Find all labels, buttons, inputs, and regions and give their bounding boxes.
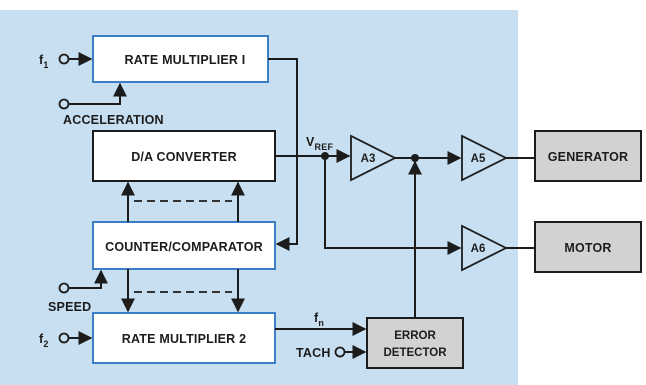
f1-terminal	[58, 53, 70, 65]
da-converter-block: D/A CONVERTER	[92, 130, 276, 182]
speed-label: SPEED	[48, 300, 91, 314]
rate-multiplier-2-block: RATE MULTIPLIER 2	[92, 312, 276, 364]
generator-block: GENERATOR	[534, 130, 642, 182]
rm1-to-counter-wire	[268, 58, 298, 251]
da-converter-label: D/A CONVERTER	[131, 150, 237, 164]
f2-input: f2	[39, 331, 93, 349]
f2-label: f2	[39, 332, 49, 349]
motor-block: MOTOR	[534, 221, 642, 273]
generator-label: GENERATOR	[548, 150, 629, 164]
a3-output-junction	[411, 154, 419, 162]
tach-label: TACH	[296, 346, 331, 360]
counter-to-rm2-bus	[121, 269, 245, 313]
tach-input: TACH	[296, 345, 367, 360]
error-detector-label-line1: ERROR	[394, 330, 436, 342]
amplifier-a3-label: A3	[361, 153, 376, 165]
acceleration-label: ACCELERATION	[63, 113, 164, 127]
f2-terminal	[58, 332, 70, 344]
counter-comparator-label: COUNTER/COMPARATOR	[105, 240, 263, 254]
amplifier-a3: A3	[350, 134, 398, 182]
counter-to-da-bus	[121, 181, 245, 222]
fn-label: fn	[314, 311, 324, 328]
amplifier-a6: A6	[461, 224, 509, 272]
error-detector-label-line2: DETECTOR	[383, 347, 447, 359]
vref-label: VREF	[306, 135, 333, 152]
rate-multiplier-2-label: RATE MULTIPLIER 2	[122, 332, 246, 346]
rate-multiplier-1-label: RATE MULTIPLIER I	[125, 53, 246, 67]
amplifier-a6-label: A6	[471, 243, 486, 255]
speed-input: SPEED	[48, 269, 108, 314]
amplifier-a5: A5	[461, 134, 509, 182]
speed-terminal	[58, 282, 70, 294]
tach-terminal	[334, 346, 346, 358]
counter-comparator-block: COUNTER/COMPARATOR	[92, 221, 276, 270]
error-detector-block: ERROR DETECTOR	[366, 317, 464, 369]
f1-input: f1	[39, 52, 93, 70]
rate-multiplier-1-block: RATE MULTIPLIER I	[92, 35, 269, 83]
acceleration-terminal	[58, 98, 70, 110]
acceleration-input: ACCELERATION	[58, 82, 164, 127]
amplifier-a5-label: A5	[471, 153, 486, 165]
motor-label: MOTOR	[564, 241, 611, 255]
f1-label: f1	[39, 53, 49, 70]
